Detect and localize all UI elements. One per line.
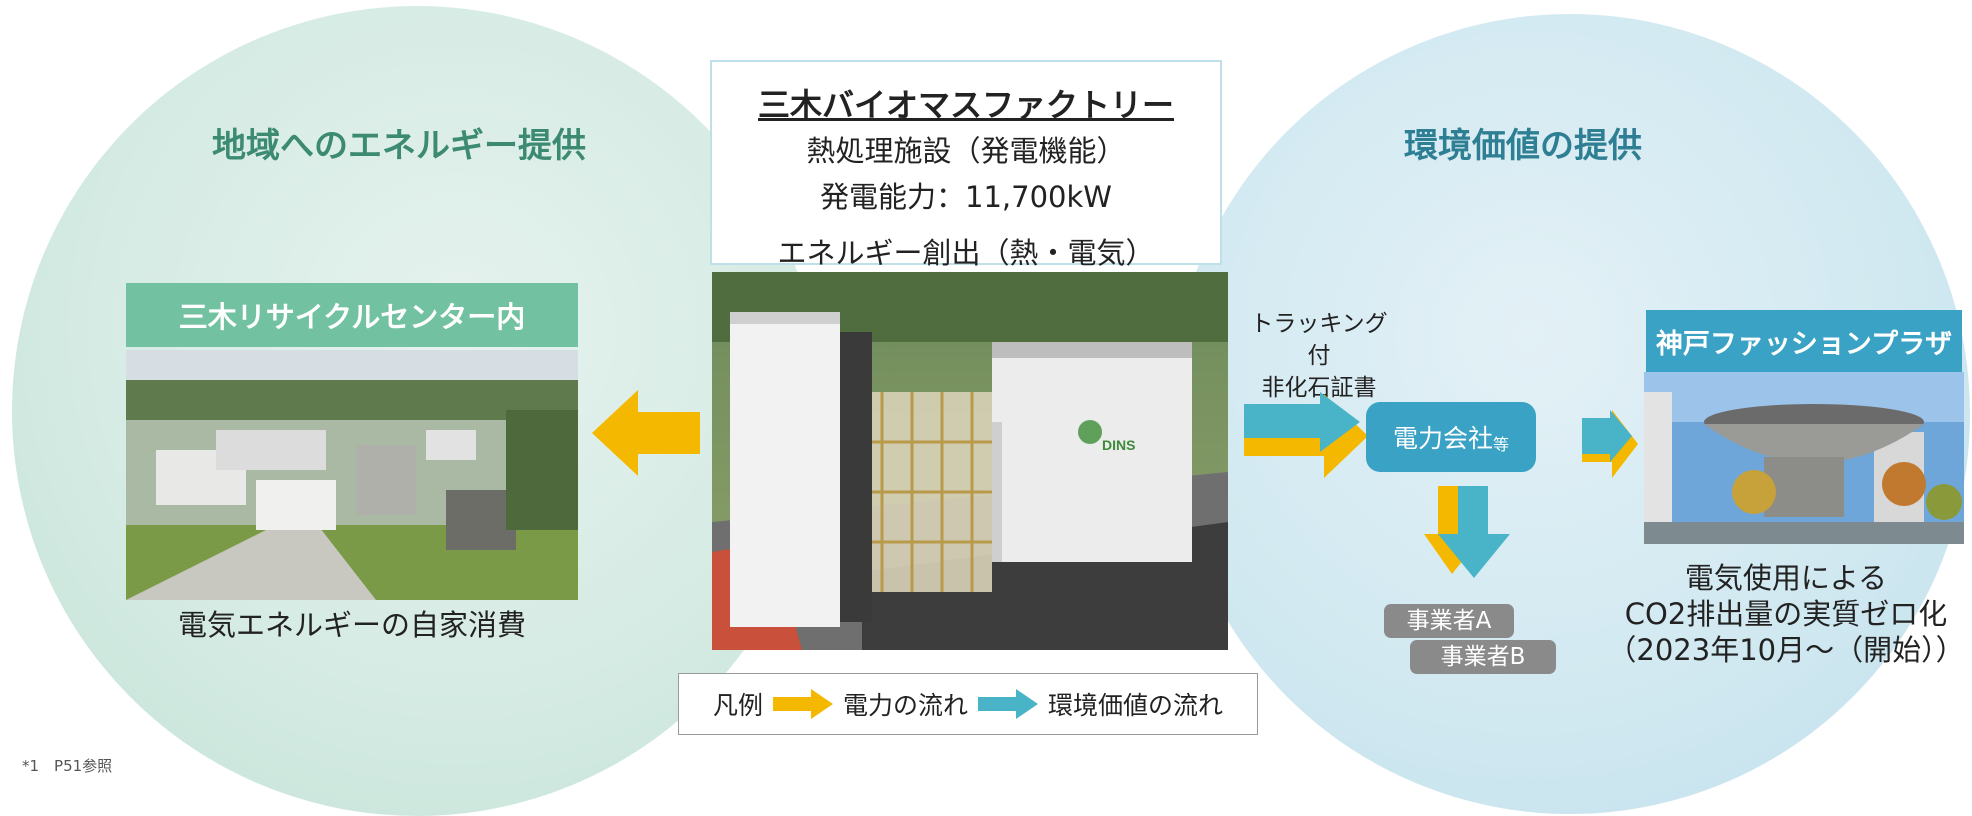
legend-electricity-arrow bbox=[772, 689, 833, 719]
facility-capacity: 発電能力：11,700kW bbox=[820, 180, 1112, 214]
legend-environment-arrow bbox=[978, 689, 1038, 719]
right-section-title: 環境価値の提供 bbox=[1404, 126, 1642, 166]
legend-environment-label: 環境価値の流れ bbox=[1048, 691, 1224, 720]
left-section-title: 地域へのエネルギー提供 bbox=[212, 126, 586, 166]
facility-info-box: 三木バイオマスファクトリー 熱処理施設（発電機能） 発電能力：11,700kW … bbox=[710, 60, 1222, 270]
facility-name: 三木バイオマスファクトリー bbox=[757, 86, 1174, 124]
facility-photo: DINS bbox=[712, 272, 1228, 650]
fashion-plaza-photo bbox=[1644, 372, 1964, 544]
facility-energy: エネルギー創出（熱・電気） bbox=[777, 236, 1155, 270]
left-location-label: 三木リサイクルセンター内 bbox=[126, 283, 578, 347]
legend-electricity-label: 電力の流れ bbox=[842, 691, 968, 720]
power-company-name: 電力会社 bbox=[1392, 424, 1493, 453]
legend-prefix: 凡例 bbox=[712, 691, 763, 720]
legend-box: 凡例 電力の流れ 環境価値の流れ bbox=[678, 673, 1258, 735]
right-section-caption: 電気使用による CO2排出量の実質ゼロ化 （2023年10月～（開始）） bbox=[1600, 560, 1972, 668]
facility-type: 熱処理施設（発電機能） bbox=[806, 134, 1126, 168]
right-caption-line1: 電気使用による bbox=[1684, 561, 1888, 595]
left-section-caption: 電気エネルギーの自家消費 bbox=[177, 608, 526, 642]
certificate-label-line1: トラッキング付 bbox=[1250, 311, 1388, 369]
certificate-label-line2: 非化石証書 bbox=[1261, 375, 1377, 401]
right-caption-line2: CO2排出量の実質ゼロ化 bbox=[1624, 597, 1948, 631]
right-location-label: 神戸ファッションプラザ bbox=[1646, 310, 1962, 372]
flow-arrow-to-plaza bbox=[1582, 410, 1638, 478]
power-company-suffix: 等 bbox=[1493, 435, 1510, 454]
dual-flow-arrow bbox=[1244, 392, 1368, 478]
facility-logo-text: DINS bbox=[1102, 437, 1135, 453]
operator-a: 事業者A bbox=[1384, 604, 1514, 638]
flow-arrow-down bbox=[1424, 486, 1510, 578]
footnote: *1 P51参照 bbox=[22, 757, 113, 775]
right-caption-line3: （2023年10月～（開始）） bbox=[1607, 633, 1965, 667]
power-company-node: 電力会社等 bbox=[1366, 402, 1536, 472]
recycle-center-photo bbox=[126, 350, 578, 600]
certificate-label: トラッキング付 非化石証書 bbox=[1244, 308, 1394, 404]
electricity-arrow-left bbox=[592, 390, 700, 476]
operator-b: 事業者B bbox=[1410, 640, 1556, 674]
